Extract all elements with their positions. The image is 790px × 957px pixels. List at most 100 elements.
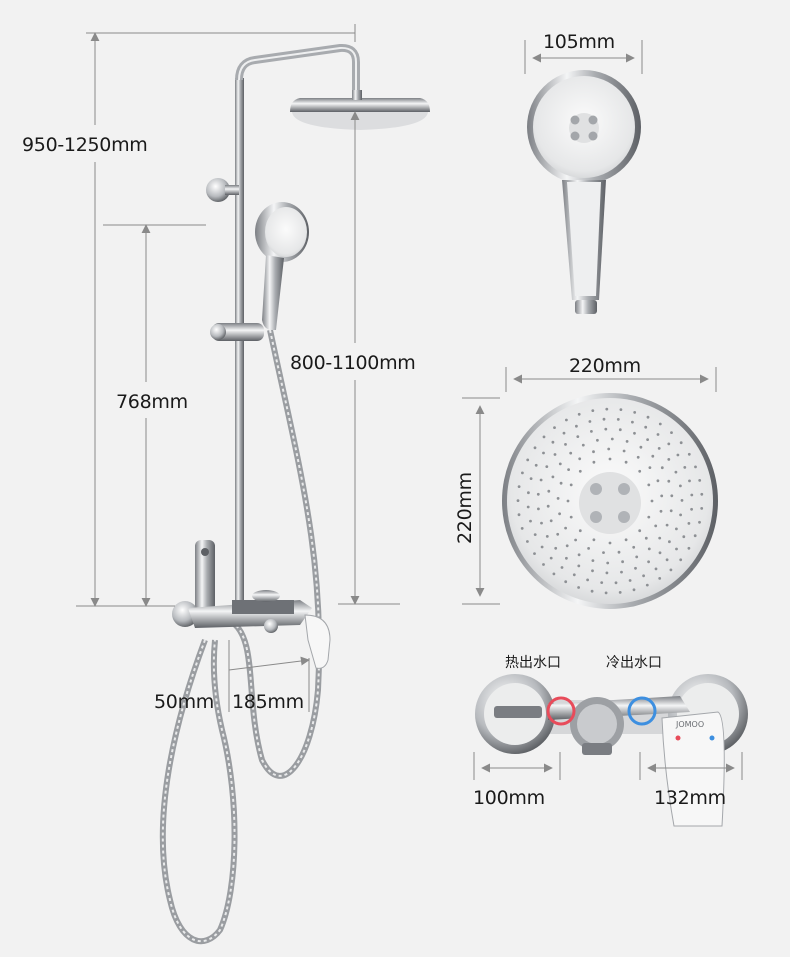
nozzle-dot: [527, 491, 530, 495]
nozzle-dot: [690, 493, 694, 497]
nozzle-dot: [647, 547, 651, 551]
nozzle-dot: [610, 437, 614, 441]
nozzle-dot: [539, 478, 543, 482]
nozzle-dot: [633, 431, 636, 435]
nozzle-dot: [592, 460, 596, 464]
wall-bracket: [206, 178, 230, 202]
nozzle-dot: [607, 447, 611, 451]
nozzle-dot: [700, 507, 704, 510]
nozzle-dot: [605, 571, 609, 575]
brand-logo: JOMOO: [675, 720, 704, 729]
nozzle-dot: [645, 583, 649, 587]
nozzle-dot: [517, 485, 521, 488]
nozzle-dot: [542, 451, 545, 455]
nozzle-dot: [698, 520, 701, 524]
nozzle-dot: [562, 431, 566, 435]
nozzle-dot: [586, 578, 589, 582]
nozzle-dot: [650, 499, 654, 503]
nozzle-dot: [658, 551, 662, 555]
spout-right-label: 185mm: [232, 691, 304, 713]
nozzle-dot: [602, 551, 605, 554]
nozzle-dot: [646, 415, 650, 419]
arm-height-label: 800-1100mm: [290, 352, 416, 374]
nozzle-dot: [551, 475, 555, 479]
nozzle-dot: [517, 513, 521, 517]
cold-outlet-label: 冷出水口: [606, 655, 662, 671]
nozzle-dot: [592, 450, 595, 454]
nozzle-dot: [521, 471, 524, 475]
nozzle-dot: [591, 559, 595, 562]
nozzle-dot: [634, 566, 637, 570]
nozzle-dot: [667, 479, 671, 483]
nozzle-dot: [547, 489, 551, 493]
nozzle-dot: [693, 534, 697, 538]
nozzle-dot: [577, 564, 581, 568]
nozzle-dot: [537, 507, 540, 511]
shower-arm: [235, 43, 360, 98]
nozzle-dot: [644, 536, 648, 540]
hot-outlet-label: 热出水口: [505, 655, 561, 671]
nozzle-dot: [566, 499, 570, 503]
mixer-spout: [172, 540, 331, 669]
mixer-left-label: 100mm: [473, 787, 545, 809]
nozzle-dot: [569, 451, 573, 455]
nozzle-dot: [526, 540, 529, 543]
nozzle-dot: [679, 558, 683, 562]
nozzle-dot: [679, 441, 683, 445]
handheld-shower-icon: [527, 70, 641, 314]
slide-holder: [212, 323, 264, 341]
nozzle-dot: [549, 519, 553, 523]
nozzle-dot: [575, 424, 578, 428]
nozzle-dot: [669, 509, 673, 513]
nozzle-dot: [600, 581, 604, 584]
nozzle-dot: [553, 426, 556, 429]
nozzle-dot: [674, 470, 678, 474]
total-height-label: 950-1250mm: [22, 134, 148, 156]
nozzle-dot: [533, 533, 537, 536]
nozzle-dot: [619, 408, 623, 411]
nozzle-dot: [559, 481, 563, 485]
nozzle-dot: [660, 466, 664, 470]
nozzle-dot: [553, 453, 557, 456]
nozzle-dot: [558, 512, 561, 516]
nozzle-dot: [667, 458, 671, 461]
nozzle-dot: [654, 524, 658, 528]
nozzle-dot: [635, 555, 639, 559]
nozzle-dot: [533, 446, 537, 450]
nozzle-dot: [646, 438, 649, 441]
nozzle-dot: [569, 515, 573, 519]
nozzle-dot: [687, 546, 691, 550]
nozzle-dot: [567, 468, 570, 471]
nozzle-dot: [577, 553, 581, 557]
nozzle-dot: [668, 540, 671, 544]
nozzle-dot: [590, 589, 594, 593]
nozzle-dot: [679, 484, 682, 488]
nozzle-dot: [628, 579, 632, 582]
nozzle-dot: [665, 558, 669, 562]
hot-outlet-marker: [546, 696, 576, 726]
nozzle-dot: [596, 438, 599, 442]
nozzle-dot: [529, 519, 532, 523]
nozzle-dot: [698, 479, 702, 482]
nozzle-dot: [572, 573, 576, 577]
nozzle-dot: [700, 492, 704, 496]
nozzle-dot: [554, 546, 558, 550]
nozzle-dot: [604, 427, 608, 431]
nozzle-dot: [636, 455, 640, 459]
nozzle-dot: [647, 483, 651, 487]
cold-indicator-dot: [709, 735, 715, 741]
nozzle-dot: [565, 556, 568, 560]
nozzle-dot: [552, 572, 556, 576]
nozzle-dot: [658, 577, 662, 580]
nozzle-dot: [588, 420, 592, 423]
nozzle-dot: [680, 499, 684, 502]
dimension-mixer: [473, 752, 743, 780]
nozzle-dot: [647, 560, 650, 564]
spout-left-label: 50mm: [154, 691, 214, 713]
nozzle-pattern: [516, 407, 704, 595]
nozzle-dot: [614, 581, 618, 585]
nozzle-dot: [622, 449, 626, 453]
mixer-right-label: 132mm: [654, 787, 726, 809]
nozzle-dot: [565, 544, 569, 548]
